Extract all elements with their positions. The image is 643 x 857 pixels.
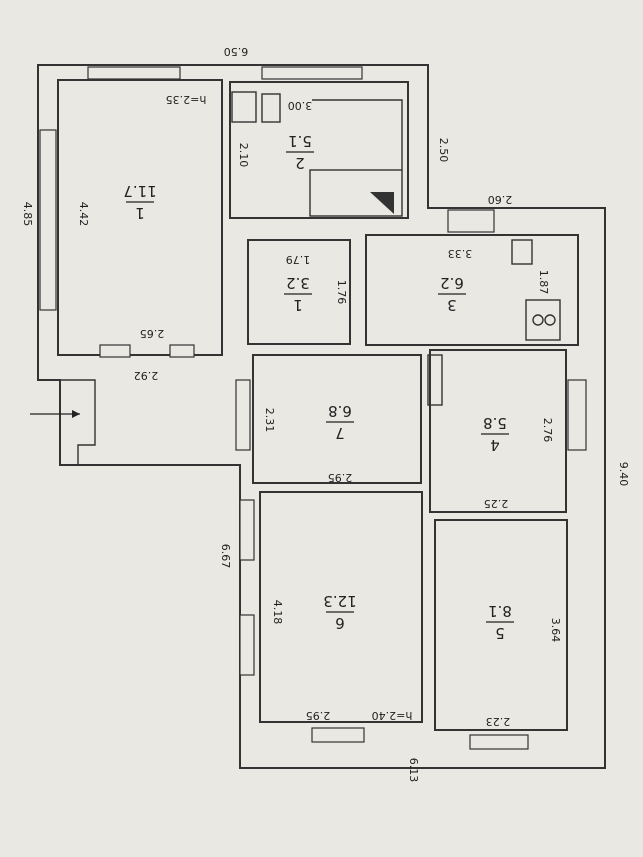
room-area: 5.8 [483, 414, 507, 432]
bathroom-walls [229, 81, 409, 219]
room-number: 4 [490, 436, 500, 454]
room-label-3-kitchen: 3 6.2 [438, 274, 466, 314]
dim-h-2-40: h=2.40 [372, 709, 413, 722]
dim-4-42: 4.42 [77, 202, 90, 227]
dim-2-50: 2.50 [437, 138, 450, 163]
dim-3-64: 3.64 [549, 618, 562, 643]
room-label-7-hall: 7 6.8 [326, 402, 354, 442]
room-label-5: 5 8.1 [486, 602, 514, 642]
room-area: 12.3 [323, 592, 356, 610]
room-label-1-small: 1 3.2 [284, 274, 312, 314]
room-area: 6.2 [440, 274, 464, 292]
room-label-2-bath: 2 5.1 [286, 132, 314, 172]
outer-walls [37, 64, 606, 769]
dim-3-00: 3.00 [288, 99, 313, 112]
room-label-6: 6 12.3 [323, 592, 356, 632]
dim-2-31: 2.31 [263, 408, 276, 433]
dim-2-60: 2.60 [488, 193, 513, 206]
room-label-4: 4 5.8 [481, 414, 509, 454]
dim-3-33: 3.33 [448, 247, 473, 260]
dim-2-92: 2.92 [134, 369, 159, 382]
dim-6-67: 6.67 [219, 544, 232, 569]
room-number: 1 [293, 296, 303, 314]
dim-2-95-a: 2.95 [328, 471, 353, 484]
dim-4-85: 4.85 [21, 202, 34, 227]
room-area: 6.8 [328, 402, 352, 420]
room-area: 3.2 [286, 274, 310, 292]
dim-1-87: 1.87 [537, 270, 550, 295]
room-number: 7 [335, 424, 345, 442]
dim-2-25: 2.25 [484, 497, 509, 510]
dim-2-95-b: 2.95 [306, 709, 331, 722]
room-number: 2 [295, 154, 305, 172]
room-area: 5.1 [288, 132, 312, 150]
dimension-labels: 6.50 4.85 4.42 h=2.35 3.00 2.10 2.50 2.6… [21, 45, 630, 782]
room-area: 8.1 [488, 602, 512, 620]
dim-2-65: 2.65 [140, 327, 165, 340]
dim-9-40: 9.40 [617, 462, 630, 487]
room-number: 5 [495, 624, 505, 642]
room-label-1-living: 1 11.7 [123, 182, 156, 222]
dim-4-18: 4.18 [271, 600, 284, 625]
dim-2-76: 2.76 [541, 418, 554, 443]
dim-h-2-35: h=2.35 [166, 93, 207, 106]
interior-walls [60, 234, 579, 731]
windows [39, 66, 587, 750]
kitchen-fixtures [370, 192, 561, 406]
dim-6-13: 6.13 [407, 758, 420, 783]
room-number: 3 [447, 296, 457, 314]
room-number: 6 [335, 614, 345, 632]
dim-1-76: 1.76 [335, 280, 348, 305]
room-area: 11.7 [123, 182, 156, 200]
dim-1-79: 1.79 [286, 253, 311, 266]
room-number: 1 [135, 204, 145, 222]
dim-6-50: 6.50 [224, 45, 249, 58]
dim-2-10: 2.10 [237, 143, 250, 168]
entrance-arrow [30, 410, 80, 418]
dim-2-23: 2.23 [486, 715, 511, 728]
